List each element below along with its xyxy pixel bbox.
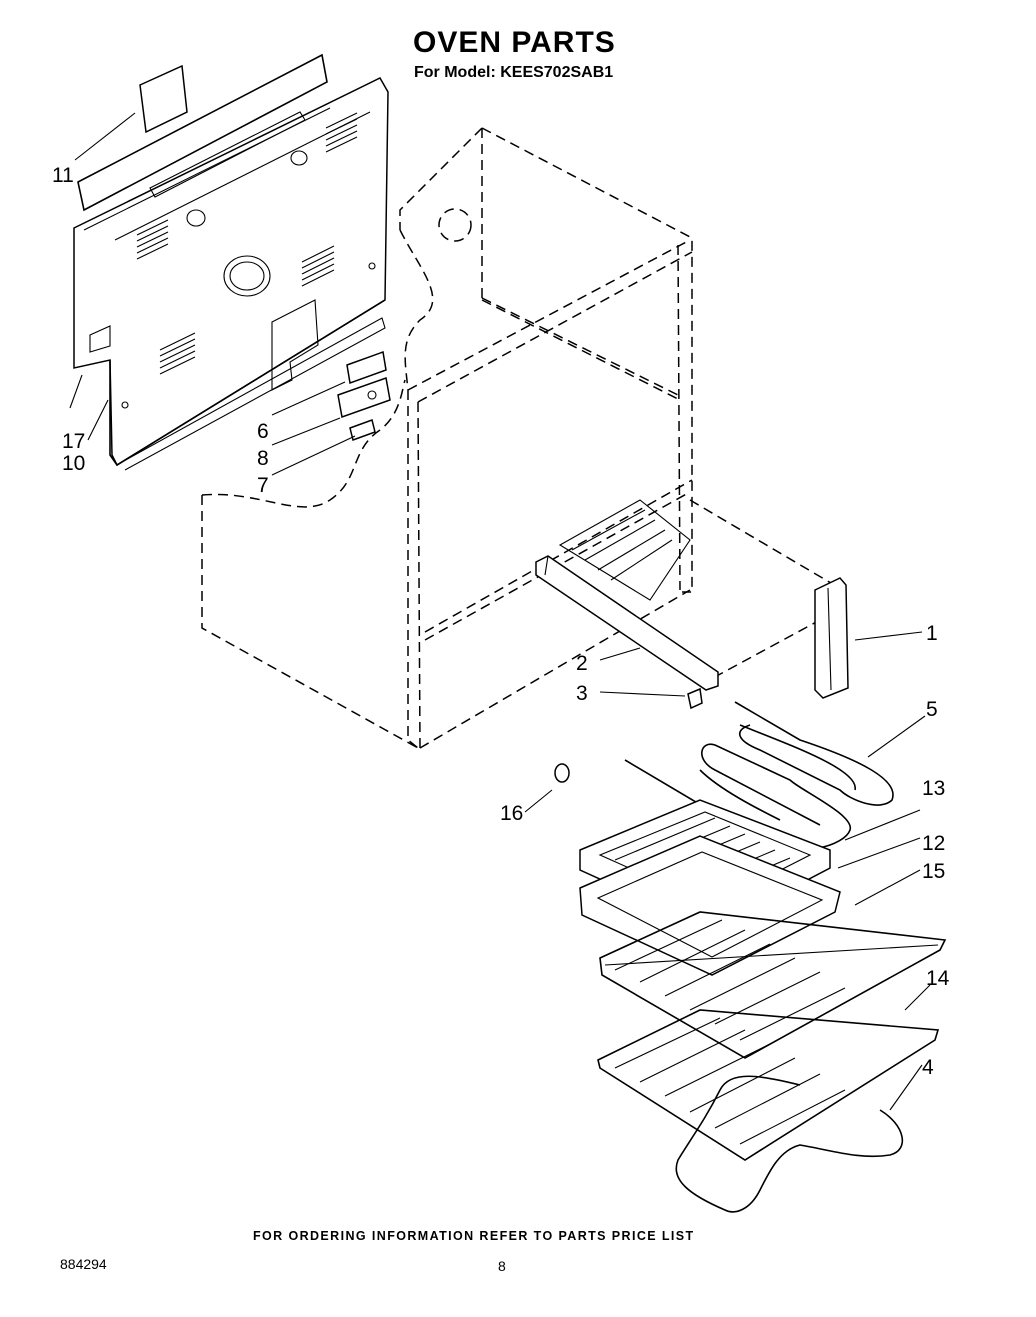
callout-11: 11 <box>52 164 74 187</box>
part-11-bracket <box>139 64 188 134</box>
model-number: For Model: KEES702SAB1 <box>414 64 614 81</box>
callout-leader-lines <box>69 112 931 1111</box>
callout-12: 12 <box>922 832 945 855</box>
part-14-rack <box>597 1009 940 1161</box>
terminal-block-parts <box>337 350 391 441</box>
callout-15: 15 <box>922 860 945 883</box>
part-3-clip <box>687 687 703 710</box>
page-title: OVEN PARTS <box>413 26 616 59</box>
part-4-bake-element <box>675 1075 904 1213</box>
part-16-knob <box>554 763 570 783</box>
callout-14: 14 <box>926 967 950 990</box>
callout-3: 3 <box>576 682 588 705</box>
document-number: 884294 <box>60 1256 107 1272</box>
callout-17: 17 <box>62 430 85 453</box>
page-number: 8 <box>498 1258 506 1274</box>
callout-16: 16 <box>500 802 523 825</box>
callout-6: 6 <box>257 420 269 443</box>
ordering-info-note: FOR ORDERING INFORMATION REFER TO PARTS … <box>253 1229 695 1243</box>
broiler-pan <box>579 799 841 976</box>
callout-7: 7 <box>257 474 269 497</box>
callout-4: 4 <box>922 1056 934 1079</box>
part-15-rack <box>599 911 947 1059</box>
callout-2: 2 <box>576 652 588 675</box>
callout-10: 10 <box>62 452 85 475</box>
callout-1: 1 <box>926 622 938 645</box>
callout-13: 13 <box>922 777 945 800</box>
oven-back-panel <box>73 53 389 471</box>
callout-8: 8 <box>257 447 269 470</box>
part-1-panel <box>814 577 849 699</box>
part-2-rail <box>535 499 719 691</box>
callout-5: 5 <box>926 698 938 721</box>
